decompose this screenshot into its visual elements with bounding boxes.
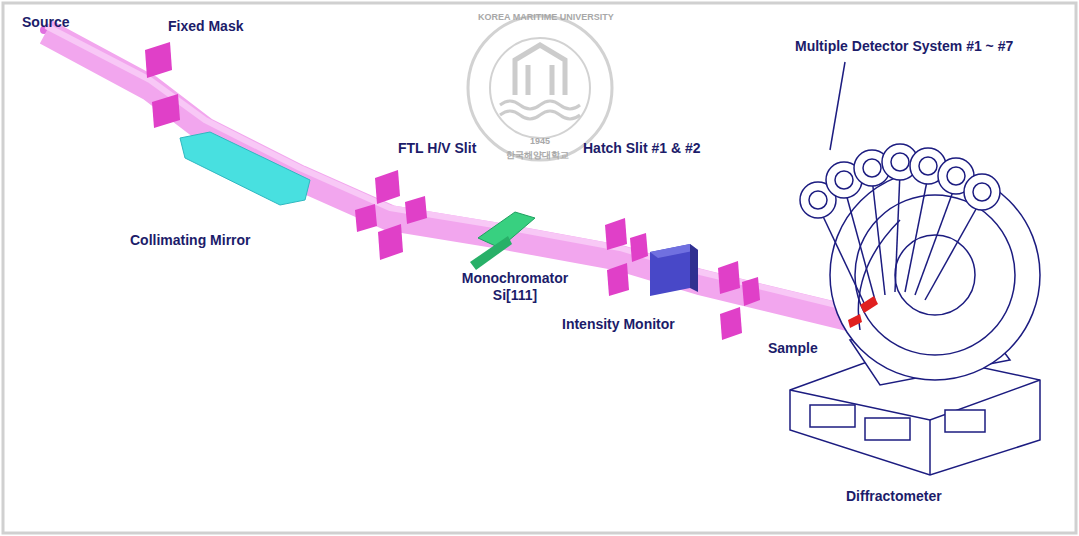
part-name: Multiple Detector System #1 ~ #7	[795, 38, 1013, 55]
watermark: KOREA MARITIME UNIVERSITY	[478, 12, 614, 23]
part-name: Hatch Slit #1 & #2	[583, 140, 701, 157]
hatch-slit	[718, 261, 760, 340]
leader-line	[830, 62, 845, 150]
sample-marker	[860, 296, 878, 313]
diffractometer-drawing	[790, 62, 1040, 475]
monochromator-crystal	[470, 236, 512, 270]
beam-highlight	[46, 26, 865, 312]
part-name: Intensity Monitor	[562, 316, 675, 333]
ftl-slit	[355, 170, 427, 260]
watermark-logo	[468, 16, 612, 160]
part-name: FTL H/V Slit	[398, 140, 476, 157]
part-name: Source	[22, 14, 69, 31]
collimating-mirror	[180, 132, 310, 205]
x-ray-beam	[46, 32, 865, 322]
sample-marker	[848, 314, 862, 328]
hatch-slit	[605, 218, 648, 296]
watermark: 1945	[530, 136, 550, 147]
fixed-mask	[145, 42, 180, 128]
intensity-monitor	[650, 244, 698, 296]
part-name: Collimating Mirror	[130, 232, 251, 249]
part-name: Monochromator Si[111]	[455, 270, 575, 304]
part-name: Fixed Mask	[168, 18, 243, 35]
frame	[3, 3, 1076, 533]
part-name: Sample	[766, 340, 820, 357]
part-name: Diffractometer	[846, 488, 942, 505]
watermark: 한국해양대학교	[506, 150, 569, 161]
